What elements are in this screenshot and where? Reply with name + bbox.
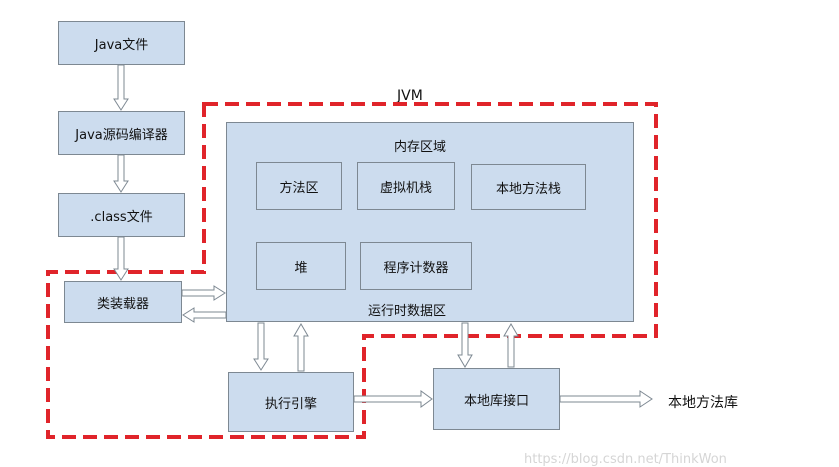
arrow-loader-to-memory [181,285,226,301]
arrow-native-to-memory [503,323,519,368]
jvm-label: JVM [397,88,423,104]
vm-stack-label: 虚拟机栈 [379,180,432,196]
class-file-label: .class文件 [90,209,153,225]
arrow-class-to-loader [113,236,129,281]
native-library-label: 本地方法库 [668,395,738,411]
class-loader-box: 类装载器 [64,281,182,323]
java-file-label: Java文件 [94,37,149,53]
program-counter-box: 程序计数器 [360,242,472,290]
java-compiler-label: Java源码编译器 [75,127,168,143]
runtime-data-area-label: 运行时数据区 [368,304,447,319]
arrow-memory-to-loader [182,307,227,323]
heap-label: 堆 [294,260,308,276]
execution-engine-box: 执行引擎 [228,372,354,432]
arrow-memory-to-native [457,322,473,368]
class-loader-label: 类装载器 [96,296,149,312]
arrow-engine-to-native [353,390,433,408]
arrow-engine-to-memory [293,323,309,372]
method-area-box: 方法区 [256,162,342,210]
jvm-boundary [46,102,658,439]
memory-area-title: 内存区域 [394,140,447,155]
native-method-stack-label: 本地方法栈 [495,181,561,197]
execution-engine-label: 执行引擎 [264,396,317,412]
native-method-stack-box: 本地方法栈 [471,164,586,210]
arrow-native-to-library [559,390,653,408]
vm-stack-box: 虚拟机栈 [357,162,455,210]
java-compiler-box: Java源码编译器 [58,111,185,155]
program-counter-label: 程序计数器 [383,260,449,276]
watermark: https://blog.csdn.net/ThinkWon [524,452,727,467]
arrow-java-to-compiler [113,64,129,111]
arrow-compiler-to-class [113,154,129,193]
native-interface-box: 本地库接口 [433,368,560,430]
heap-box: 堆 [256,242,346,290]
native-interface-label: 本地库接口 [463,393,529,409]
method-area-label: 方法区 [279,180,319,196]
java-file-box: Java文件 [58,21,185,65]
arrow-memory-to-engine [253,322,269,371]
